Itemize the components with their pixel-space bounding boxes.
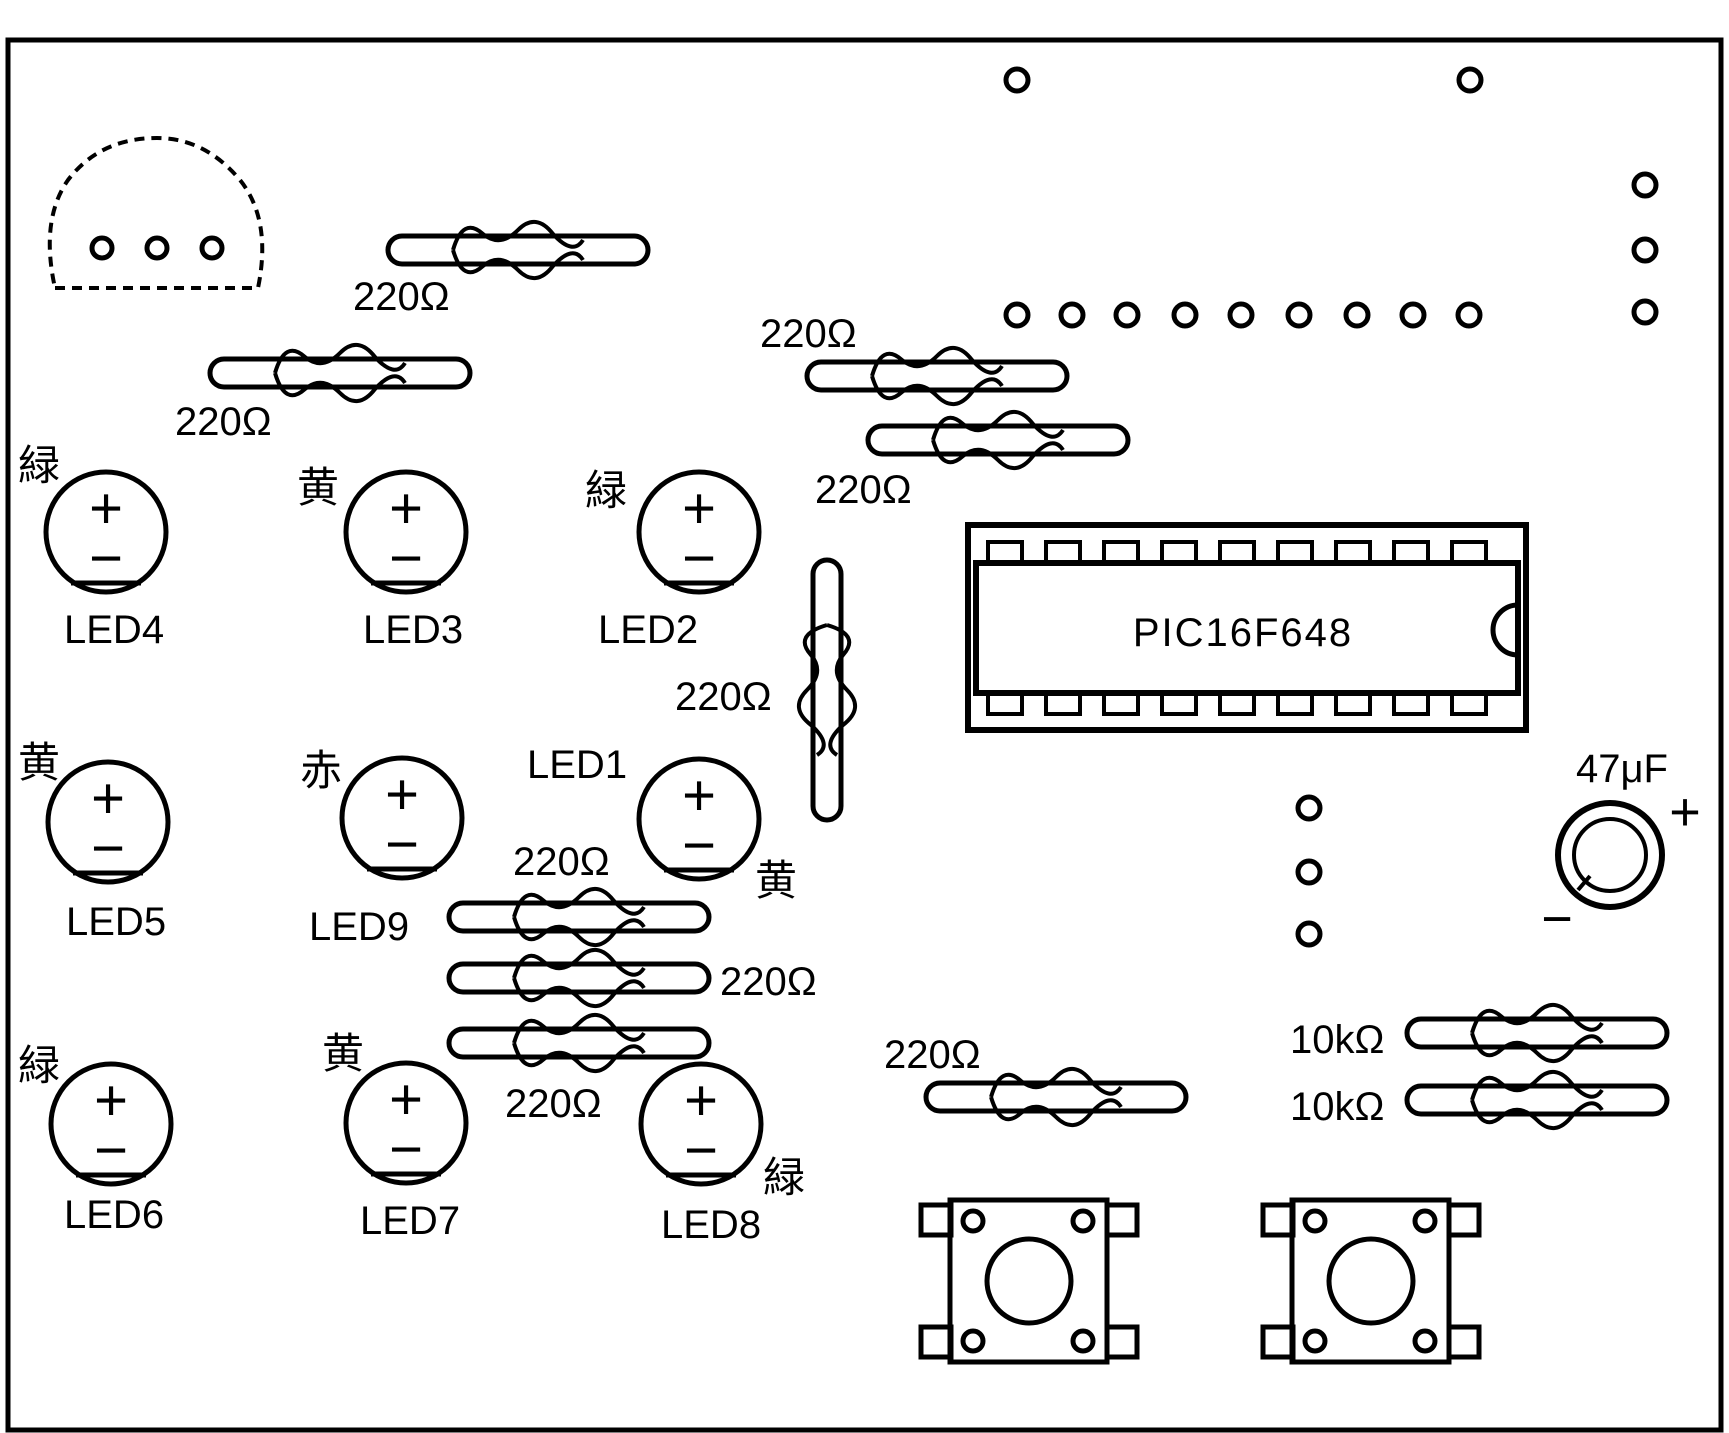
led-label: LED3	[363, 608, 463, 652]
resistor-label: 10kΩ	[1290, 1018, 1384, 1062]
led-minus-mark: −	[389, 1117, 423, 1182]
led-color-label: 赤	[300, 747, 342, 794]
resistor	[449, 889, 709, 945]
led-plus-mark: +	[389, 476, 423, 541]
transistor-pad	[199, 235, 225, 261]
pad-row	[1003, 301, 1483, 329]
resistor-label: 220Ω	[353, 275, 450, 319]
led-minus-mark: −	[684, 1118, 718, 1183]
led-label: LED9	[309, 905, 409, 949]
led-label: LED8	[661, 1203, 761, 1247]
led-color-label: 黄	[755, 857, 797, 904]
resistor	[210, 345, 470, 401]
resistor-label: 220Ω	[505, 1082, 602, 1126]
led-minus-mark: −	[682, 813, 716, 878]
led-plus-mark: +	[389, 1067, 423, 1132]
led-label: LED4	[64, 608, 164, 652]
led-outline	[43, 469, 764, 1187]
pad	[1631, 171, 1659, 199]
resistor	[1407, 1005, 1667, 1061]
resistor	[807, 348, 1067, 404]
pad	[1631, 236, 1659, 264]
pad	[1456, 66, 1484, 94]
led-minus-mark: −	[91, 816, 125, 881]
resistor-label: 220Ω	[175, 400, 272, 444]
resistor	[868, 412, 1128, 468]
led-minus-mark: −	[89, 526, 123, 591]
led-label: LED6	[64, 1193, 164, 1237]
capacitor-minus-label: −	[1541, 889, 1573, 949]
led-minus-mark: −	[389, 526, 423, 591]
ic-chip	[965, 522, 1529, 733]
resistor-label: 220Ω	[884, 1033, 981, 1077]
led-plus-mark: +	[94, 1068, 128, 1133]
resistor	[799, 560, 855, 820]
resistor-label: 220Ω	[720, 960, 817, 1004]
resistor-label: 220Ω	[760, 312, 857, 356]
board-outline	[5, 37, 1724, 1433]
led-color-label: 緑	[18, 442, 60, 489]
resistor-label: 220Ω	[675, 675, 772, 719]
pad	[1003, 66, 1031, 94]
pad	[1631, 298, 1659, 326]
transistor-outline	[47, 135, 265, 290]
push-switch	[1260, 1197, 1482, 1365]
resistor-label: 10kΩ	[1290, 1085, 1384, 1129]
led-label: LED7	[360, 1199, 460, 1243]
led-color-label: 緑	[585, 467, 627, 514]
led-plus-mark: +	[684, 1068, 718, 1133]
resistor	[388, 222, 648, 278]
pad	[1295, 858, 1323, 886]
led-minus-mark: −	[385, 812, 419, 877]
resistor-label: 220Ω	[815, 468, 912, 512]
resistor	[1407, 1072, 1667, 1128]
led-plus-mark: +	[91, 766, 125, 831]
pad	[1295, 920, 1323, 948]
led-label: LED2	[598, 608, 698, 652]
capacitor-plus-label: +	[1669, 782, 1701, 842]
pad	[1295, 794, 1323, 822]
led-plus-mark: +	[682, 763, 716, 828]
capacitor	[1555, 800, 1665, 910]
led-label: LED5	[66, 900, 166, 944]
resistor	[449, 1015, 709, 1071]
resistor	[926, 1069, 1186, 1125]
ic-label: PIC16F648	[1133, 611, 1353, 655]
led-color-label: 黄	[322, 1030, 364, 1077]
led-color-label: 黄	[18, 739, 60, 786]
led-plus-mark: +	[385, 762, 419, 827]
led-label: LED1	[527, 743, 627, 787]
led-minus-mark: −	[94, 1118, 128, 1183]
push-switch	[918, 1197, 1140, 1365]
transistor-pad	[144, 235, 170, 261]
led-color-label: 黄	[297, 464, 339, 511]
led-color-label: 緑	[763, 1154, 805, 1201]
resistor-label: 220Ω	[513, 840, 610, 884]
led-color-label: 緑	[18, 1042, 60, 1089]
capacitor-label: 47μF	[1576, 747, 1668, 791]
led-minus-mark: −	[682, 526, 716, 591]
led-plus-mark: +	[89, 476, 123, 541]
resistor	[449, 950, 709, 1006]
led-plus-mark: +	[682, 476, 716, 541]
transistor-pad	[89, 235, 115, 261]
